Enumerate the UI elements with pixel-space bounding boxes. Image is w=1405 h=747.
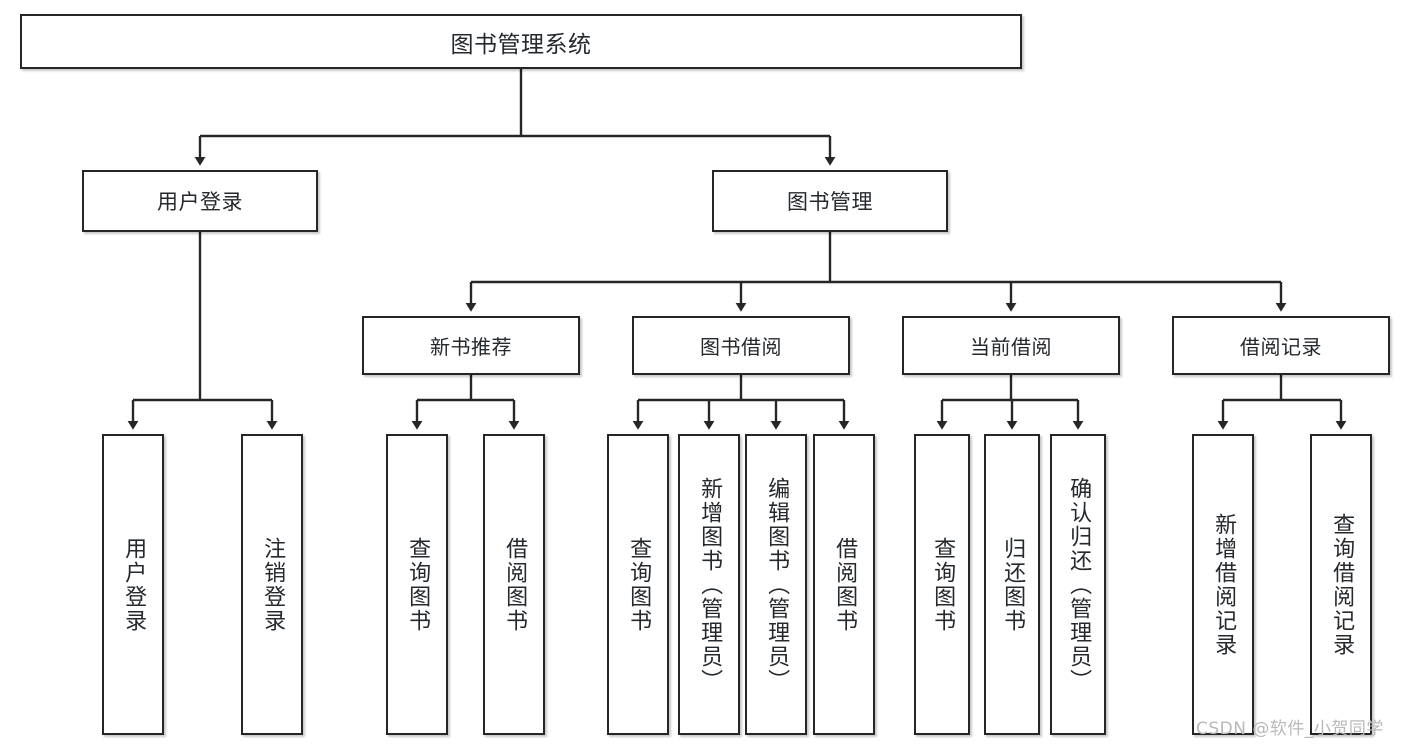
- node-label: 图书管理系统: [450, 31, 592, 58]
- node-label: 新增图书（管理员）: [697, 476, 723, 693]
- node-current-borrow[interactable]: 当前借阅: [902, 316, 1120, 375]
- node-leaf-add-borrow-record[interactable]: 新增借阅记录: [1192, 434, 1254, 735]
- node-label: 归还图书: [1000, 536, 1026, 633]
- node-leaf-query-book-2[interactable]: 查询图书: [607, 434, 669, 735]
- node-leaf-confirm-return-admin[interactable]: 确认归还（管理员）: [1050, 434, 1106, 735]
- edge-group: [127, 69, 1347, 430]
- node-leaf-add-book-admin[interactable]: 新增图书（管理员）: [678, 434, 740, 735]
- node-label: 查询借阅记录: [1329, 512, 1355, 657]
- node-leaf-user-logout[interactable]: 注销登录: [241, 434, 303, 735]
- node-label: 借阅记录: [1240, 335, 1322, 359]
- node-label: 图书借阅: [700, 335, 782, 359]
- node-label: 新书推荐: [430, 335, 512, 359]
- node-label: 用户登录: [121, 536, 147, 633]
- node-user-login[interactable]: 用户登录: [82, 170, 318, 232]
- node-label: 当前借阅: [970, 335, 1052, 359]
- node-label: 用户登录: [157, 190, 243, 214]
- node-leaf-query-book-1[interactable]: 查询图书: [386, 434, 448, 735]
- node-root[interactable]: 图书管理系统: [20, 14, 1022, 69]
- node-leaf-borrow-book-2[interactable]: 借阅图书: [813, 434, 875, 735]
- node-label: 查询图书: [405, 536, 431, 633]
- node-leaf-edit-book-admin[interactable]: 编辑图书（管理员）: [745, 434, 807, 735]
- node-leaf-user-login[interactable]: 用户登录: [102, 434, 164, 735]
- node-label: 借阅图书: [502, 536, 528, 633]
- node-leaf-query-book-3[interactable]: 查询图书: [914, 434, 970, 735]
- node-new-book-recommend[interactable]: 新书推荐: [362, 316, 580, 375]
- node-label: 新增借阅记录: [1211, 512, 1237, 657]
- node-leaf-borrow-book-1[interactable]: 借阅图书: [483, 434, 545, 735]
- node-label: 确认归还（管理员）: [1066, 476, 1092, 693]
- node-label: 查询图书: [626, 536, 652, 633]
- node-label: 借阅图书: [832, 536, 858, 633]
- node-label: 注销登录: [260, 536, 286, 633]
- node-leaf-return-book[interactable]: 归还图书: [984, 434, 1040, 735]
- node-label: 编辑图书（管理员）: [764, 476, 790, 693]
- node-leaf-query-borrow-record[interactable]: 查询借阅记录: [1310, 434, 1372, 735]
- node-label: 查询图书: [930, 536, 956, 633]
- node-label: 图书管理: [787, 190, 873, 214]
- node-book-borrow[interactable]: 图书借阅: [632, 316, 850, 375]
- node-book-manage[interactable]: 图书管理: [712, 170, 948, 232]
- node-borrow-record[interactable]: 借阅记录: [1172, 316, 1390, 375]
